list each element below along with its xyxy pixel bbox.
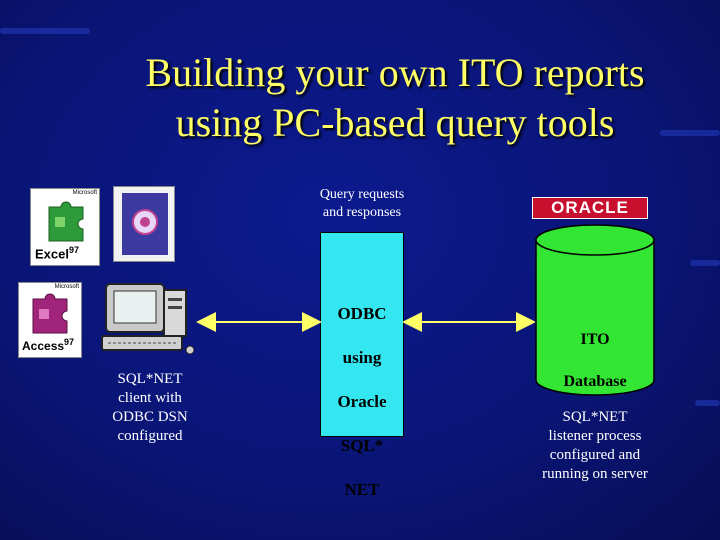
puzzle-icon xyxy=(32,293,68,334)
database-label: ITO Database xyxy=(536,308,654,413)
client-label-line: configured xyxy=(117,428,183,444)
access-brand: Microsoft xyxy=(54,284,79,290)
excel-97-box: Microsoft Excel97 xyxy=(30,188,100,266)
globe-icon xyxy=(132,209,158,235)
client-label-line: client with xyxy=(118,390,182,406)
oracle-logo: ORACLE xyxy=(532,197,648,219)
access-wordmark: Access97 xyxy=(22,337,74,353)
listener-label-line: running on server xyxy=(542,466,648,482)
listener-label-line: listener process xyxy=(548,428,642,444)
client-label-line: ODBC DSN xyxy=(112,409,188,425)
excel-version: 97 xyxy=(68,244,79,255)
decorative-stripe xyxy=(660,130,720,136)
excel-brand: Microsoft xyxy=(72,190,97,196)
client-label: SQL*NET client with ODBC DSN configured xyxy=(100,370,200,446)
query-tool-box xyxy=(113,186,175,262)
database-label-line: Database xyxy=(563,373,627,390)
database-label-line: ITO xyxy=(580,331,610,348)
odbc-box: ODBC using Oracle SQL* NET xyxy=(320,232,404,499)
title-line-2: using PC-based query tools xyxy=(175,100,615,145)
slide-title: Building your own ITO reports using PC-b… xyxy=(95,48,695,148)
query-tool-cover xyxy=(122,193,168,255)
client-label-line: SQL*NET xyxy=(117,371,183,387)
odbc-line: using xyxy=(342,348,382,367)
listener-label: SQL*NET listener process configured and … xyxy=(528,408,662,484)
query-caption: Query requests and responses xyxy=(296,186,428,222)
excel-wordmark: Excel97 xyxy=(35,245,79,261)
query-caption-line: and responses xyxy=(322,205,402,220)
decorative-stripe xyxy=(0,28,90,34)
listener-label-line: SQL*NET xyxy=(562,409,628,425)
decorative-stripe xyxy=(695,400,720,406)
listener-label-line: configured and xyxy=(549,447,641,463)
odbc-line: ODBC xyxy=(337,304,387,323)
access-name: Access xyxy=(22,339,65,353)
query-caption-line: Query requests xyxy=(319,187,405,202)
title-line-1: Building your own ITO reports xyxy=(145,50,645,95)
excel-name: Excel xyxy=(35,246,69,261)
access-97-box: Microsoft Access97 xyxy=(18,282,82,358)
odbc-line: Oracle xyxy=(337,392,387,411)
decorative-stripe xyxy=(690,260,720,266)
odbc-line: NET xyxy=(344,480,380,499)
access-version: 97 xyxy=(64,337,75,347)
odbc-text: ODBC using Oracle SQL* NET xyxy=(321,281,403,523)
puzzle-icon xyxy=(48,201,84,242)
odbc-line: SQL* xyxy=(340,436,384,455)
computer-icon xyxy=(101,283,195,355)
